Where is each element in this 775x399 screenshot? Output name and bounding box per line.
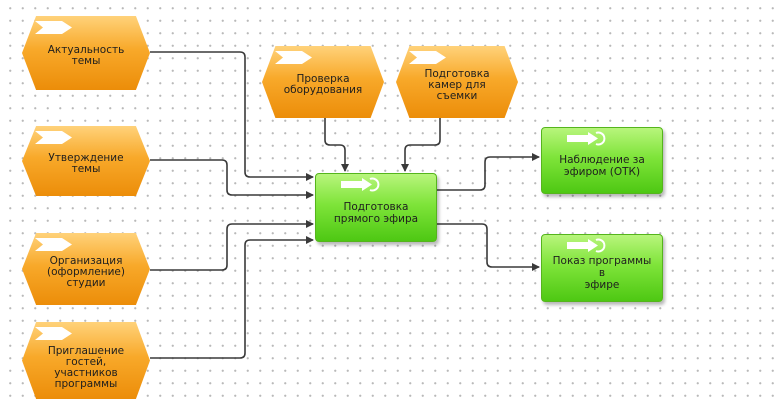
event-studio[interactable]: Организация (оформление) студии [22, 233, 150, 305]
event-label: Подготовка камер для съемки [424, 67, 490, 102]
event-arrow-icon [35, 131, 72, 144]
event-equipment[interactable]: Проверка оборудования [262, 46, 384, 118]
event-label: Актуальность темы [47, 44, 125, 67]
event-label: Приглашение гостей, участников программы [47, 344, 125, 390]
connector-prep-to-show [437, 223, 540, 271]
event-cameras[interactable]: Подготовка камер для съемки [396, 46, 518, 118]
event-arrow-icon [275, 51, 312, 64]
event-arrow-icon [35, 21, 72, 34]
connector-studio-to-prep [150, 220, 314, 271]
function-monitor[interactable]: Наблюдение за эфиром (ОТК) [541, 127, 663, 194]
connector-prep-to-monitor [437, 153, 540, 191]
connector-approval-to-prep [150, 159, 314, 199]
function-label: Наблюдение за эфиром (ОТК) [559, 153, 645, 178]
event-approval[interactable]: Утверждение темы [22, 126, 150, 196]
function-arrow-icon [567, 238, 606, 253]
connector-cameras-to-prep [401, 118, 441, 172]
function-prep[interactable]: Подготовка прямого эфира [315, 173, 437, 242]
event-label: Утверждение темы [48, 152, 124, 175]
event-label: Проверка оборудования [283, 73, 363, 96]
event-guests[interactable]: Приглашение гостей, участников программы [22, 322, 150, 399]
event-arrow-icon [409, 51, 446, 64]
event-arrow-icon [35, 327, 72, 340]
event-relevance[interactable]: Актуальность темы [22, 16, 150, 90]
connector-relevance-to-prep [150, 51, 314, 181]
function-arrow-icon [341, 177, 380, 192]
function-label: Подготовка прямого эфира [333, 200, 419, 225]
connector-equipment-to-prep [324, 118, 349, 172]
function-label: Показ программы в эфире [552, 255, 652, 291]
event-label: Организация (оформление) студии [47, 254, 125, 289]
connector-guests-to-prep [150, 236, 314, 359]
function-show[interactable]: Показ программы в эфире [541, 234, 663, 302]
event-arrow-icon [35, 238, 72, 251]
function-arrow-icon [567, 131, 606, 146]
